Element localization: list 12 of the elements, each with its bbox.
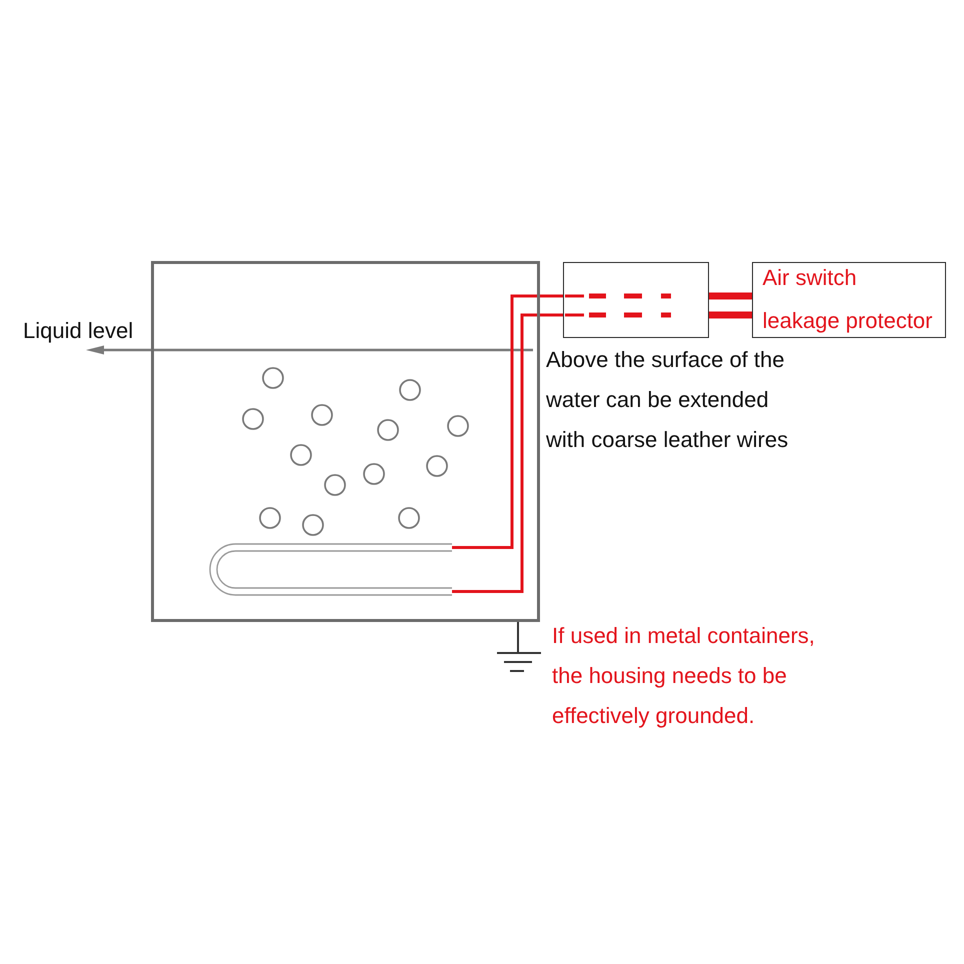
device-label: leakage protector (762, 308, 934, 334)
wire (452, 294, 563, 549)
wire (452, 314, 563, 593)
note-text: Above the surface of the water can be extended with coarse leather wires (546, 346, 790, 454)
cable (709, 312, 752, 318)
water-tank (151, 261, 540, 622)
device-label: Air switch (762, 265, 858, 291)
junction-box (563, 262, 709, 338)
level-label: Liquid level (23, 318, 134, 344)
warning-text: If used in metal containers, the housing needs to be effectively grounded. (552, 622, 816, 730)
switch-box (752, 262, 946, 338)
cable (709, 292, 752, 300)
